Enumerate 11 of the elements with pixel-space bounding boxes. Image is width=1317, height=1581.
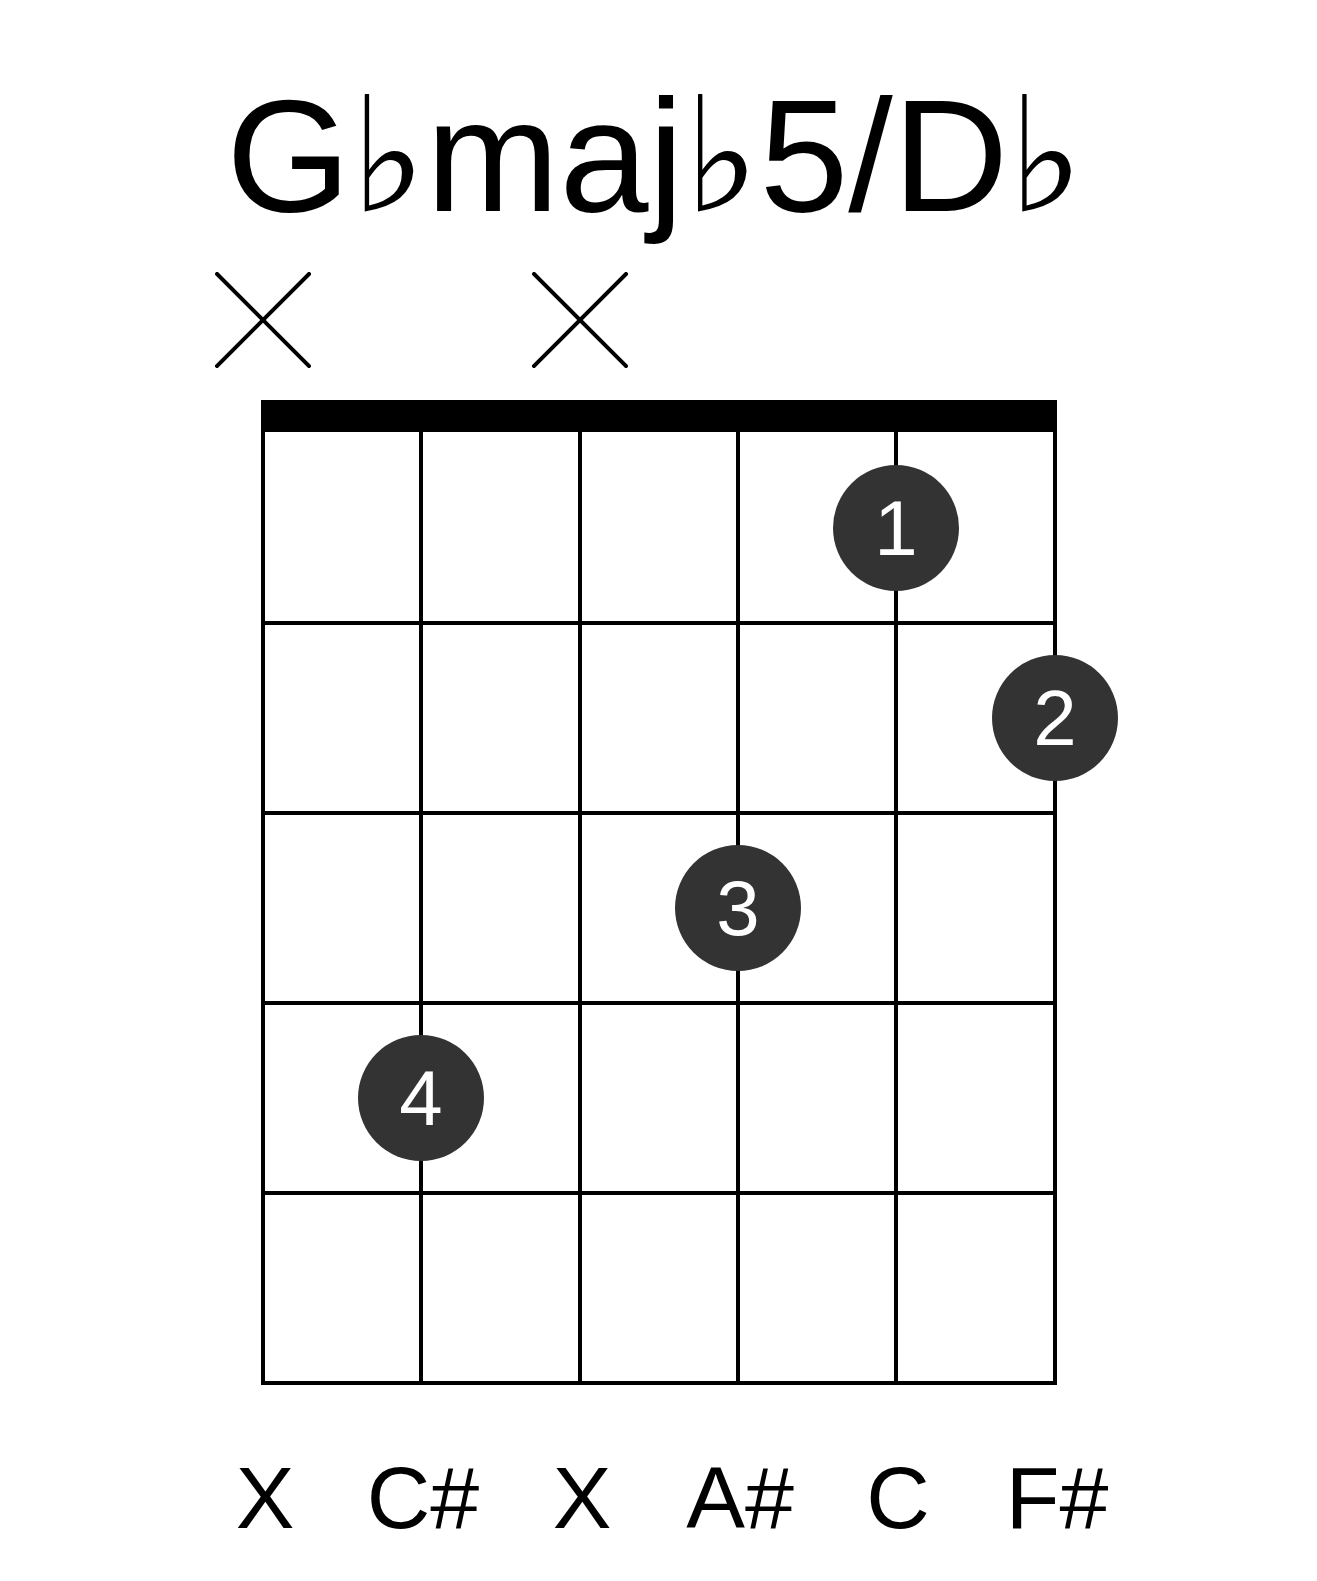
note-name: F# (1005, 1450, 1109, 1547)
note-name: C# (366, 1450, 480, 1547)
finger-dot: 2 (992, 655, 1118, 781)
note-name: X (235, 1450, 295, 1547)
note-name: C (866, 1450, 930, 1547)
finger-dot: 3 (675, 845, 801, 971)
chord-title: G♭maj♭5/D♭ (225, 65, 1085, 247)
finger-dot: 1 (833, 464, 959, 591)
note-name: X (552, 1450, 612, 1547)
note-name: A# (686, 1450, 794, 1547)
finger-dot: 4 (358, 1035, 484, 1161)
